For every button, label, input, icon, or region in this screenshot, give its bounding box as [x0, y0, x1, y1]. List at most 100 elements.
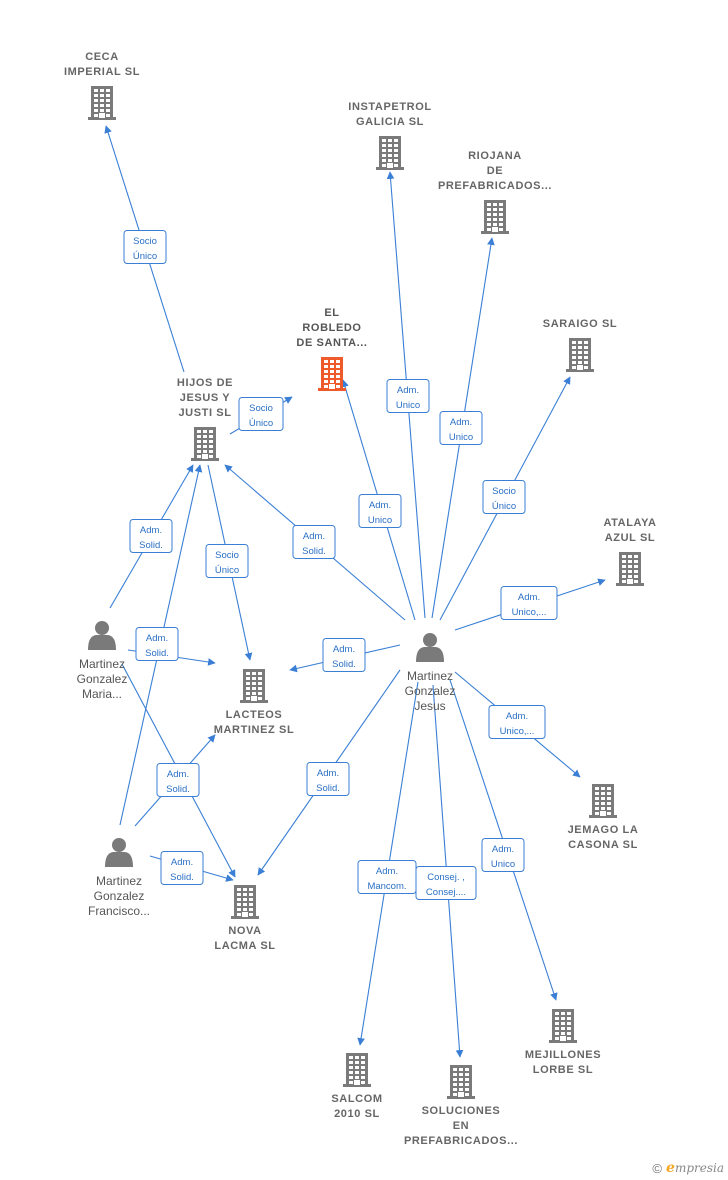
company-instapetrol-icon[interactable]	[376, 136, 404, 170]
company-atalaya-label[interactable]: AZUL SL	[605, 532, 655, 544]
company-saraigo-icon[interactable]	[566, 338, 594, 372]
relation-badge[interactable]: Adm.Solid.	[322, 638, 366, 672]
relation-badge-text: Unico,...	[500, 726, 535, 737]
company-mejillones-label[interactable]: LORBE SL	[533, 1064, 593, 1076]
relation-badge-text: Adm.	[397, 385, 419, 396]
relation-badge[interactable]: Adm.Unico,...	[500, 586, 558, 620]
relation-badge[interactable]: Adm.Unico	[439, 411, 483, 445]
relation-badge-text: Socio	[215, 550, 239, 561]
relation-badge-text: Adm.	[171, 857, 193, 868]
person-maria-label[interactable]: Maria...	[82, 687, 122, 701]
company-soluciones-label[interactable]: EN	[453, 1120, 469, 1132]
company-ceca-label[interactable]: CECA	[85, 51, 119, 63]
company-instapetrol-label[interactable]: GALICIA SL	[356, 116, 424, 128]
company-saraigo-label[interactable]: SARAIGO SL	[543, 318, 617, 330]
relation-badge[interactable]: Consej. , Consej....	[415, 866, 477, 900]
relation-badge-text: Socio	[492, 486, 516, 497]
person-jesus-label[interactable]: Gonzalez	[405, 684, 456, 698]
company-jemago-label[interactable]: CASONA SL	[568, 839, 638, 851]
company-riojana-label[interactable]: RIOJANA	[468, 150, 522, 162]
empresia-logo: empresia	[666, 1160, 724, 1176]
company-robledo-label[interactable]: DE SANTA...	[296, 337, 367, 349]
relation-badge-text: Adm.	[450, 417, 472, 428]
relation-badge[interactable]: Adm.Solid.	[135, 627, 179, 661]
relation-badge-box	[500, 586, 558, 620]
company-atalaya-icon[interactable]	[616, 552, 644, 586]
person-jesus-label[interactable]: Martinez	[407, 669, 453, 683]
relation-badge-text: Adm.	[333, 644, 355, 655]
company-robledo-icon[interactable]	[318, 357, 346, 391]
person-francisco-label[interactable]: Gonzalez	[94, 889, 145, 903]
person-maria-label[interactable]: Gonzalez	[77, 672, 128, 686]
company-salcom-label[interactable]: 2010 SL	[334, 1108, 380, 1120]
person-jesus-label[interactable]: Jesus	[414, 699, 445, 713]
relation-badge-text: Consej. ,	[427, 872, 465, 883]
company-salcom-label[interactable]: SALCOM	[331, 1093, 382, 1105]
relation-badge-text: Solid.	[302, 546, 326, 557]
company-soluciones-label[interactable]: PREFABRICADOS...	[404, 1135, 518, 1147]
relation-badge-text: Consej....	[426, 887, 466, 898]
person-maria-label[interactable]: Martinez	[79, 657, 125, 671]
relation-badge-text: Único	[133, 251, 157, 262]
company-mejillones-icon[interactable]	[549, 1009, 577, 1043]
relation-badge[interactable]: Adm. Unico,...	[488, 705, 546, 739]
company-nova-icon[interactable]	[231, 885, 259, 919]
company-lacteos-icon[interactable]	[240, 669, 268, 703]
company-nova-label[interactable]: LACMA SL	[214, 940, 275, 952]
company-riojana-label[interactable]: PREFABRICADOS...	[438, 180, 552, 192]
company-hijos-icon[interactable]	[191, 427, 219, 461]
company-riojana-icon[interactable]	[481, 200, 509, 234]
company-hijos-label[interactable]: JESUS Y	[180, 392, 231, 404]
company-salcom-icon[interactable]	[343, 1053, 371, 1087]
relation-badge[interactable]: Adm.Mancom.	[357, 860, 417, 894]
company-lacteos-label[interactable]: MARTINEZ SL	[214, 724, 295, 736]
company-jemago-icon[interactable]	[589, 784, 617, 818]
company-robledo-label[interactable]: EL	[324, 307, 339, 319]
person-jesus-icon[interactable]	[416, 633, 444, 662]
company-robledo-label[interactable]: ROBLEDO	[302, 322, 361, 334]
relation-badge[interactable]: Adm.Unico	[481, 838, 525, 872]
company-instapetrol-label[interactable]: INSTAPETROL	[348, 101, 431, 113]
relation-badge-box	[160, 851, 204, 885]
relation-badge[interactable]: Adm.Solid.	[306, 762, 350, 796]
person-francisco-label[interactable]: Francisco...	[88, 904, 150, 918]
relation-badge-text: Solid.	[166, 784, 190, 795]
relation-badge[interactable]: Adm.Unico	[386, 379, 430, 413]
relation-badge-box	[439, 411, 483, 445]
person-francisco-icon[interactable]	[105, 838, 133, 867]
relation-badge-box	[306, 762, 350, 796]
company-jemago-label[interactable]: JEMAGO LA	[568, 824, 639, 836]
relation-badge[interactable]: Adm. Solid.	[156, 763, 200, 797]
company-soluciones-icon[interactable]	[447, 1065, 475, 1099]
relation-badge[interactable]: Adm.Solid.	[129, 519, 173, 553]
relation-badge-text: Adm.	[146, 633, 168, 644]
relation-badge-text: Adm.	[167, 769, 189, 780]
company-ceca-label[interactable]: IMPERIAL SL	[64, 66, 140, 78]
company-ceca-icon[interactable]	[88, 86, 116, 120]
person-maria-icon[interactable]	[88, 621, 116, 650]
relation-badge-text: Adm.	[518, 592, 540, 603]
relation-badge-box	[156, 763, 200, 797]
relation-badge-box	[292, 525, 336, 559]
company-hijos-label[interactable]: HIJOS DE	[177, 377, 233, 389]
company-mejillones-label[interactable]: MEJILLONES	[525, 1049, 601, 1061]
relation-badge-box	[205, 544, 249, 578]
relation-badge[interactable]: Adm.Solid.	[292, 525, 336, 559]
relation-badge[interactable]: Adm.Solid.	[160, 851, 204, 885]
relation-badge-text: Adm.	[506, 711, 528, 722]
person-francisco-label[interactable]: Martinez	[96, 874, 142, 888]
relation-badge-text: Solid.	[139, 540, 163, 551]
company-hijos-label[interactable]: JUSTI SL	[178, 407, 231, 419]
company-lacteos-label[interactable]: LACTEOS	[226, 709, 283, 721]
company-riojana-label[interactable]: DE	[487, 165, 503, 177]
company-nova-label[interactable]: NOVA	[228, 925, 261, 937]
company-atalaya-label[interactable]: ATALAYA	[603, 517, 656, 529]
relation-badge-text: Adm.	[492, 844, 514, 855]
relation-badge-text: Único	[492, 501, 516, 512]
relation-badge[interactable]: Adm.Unico	[358, 494, 402, 528]
company-soluciones-label[interactable]: SOLUCIONES	[422, 1105, 501, 1117]
